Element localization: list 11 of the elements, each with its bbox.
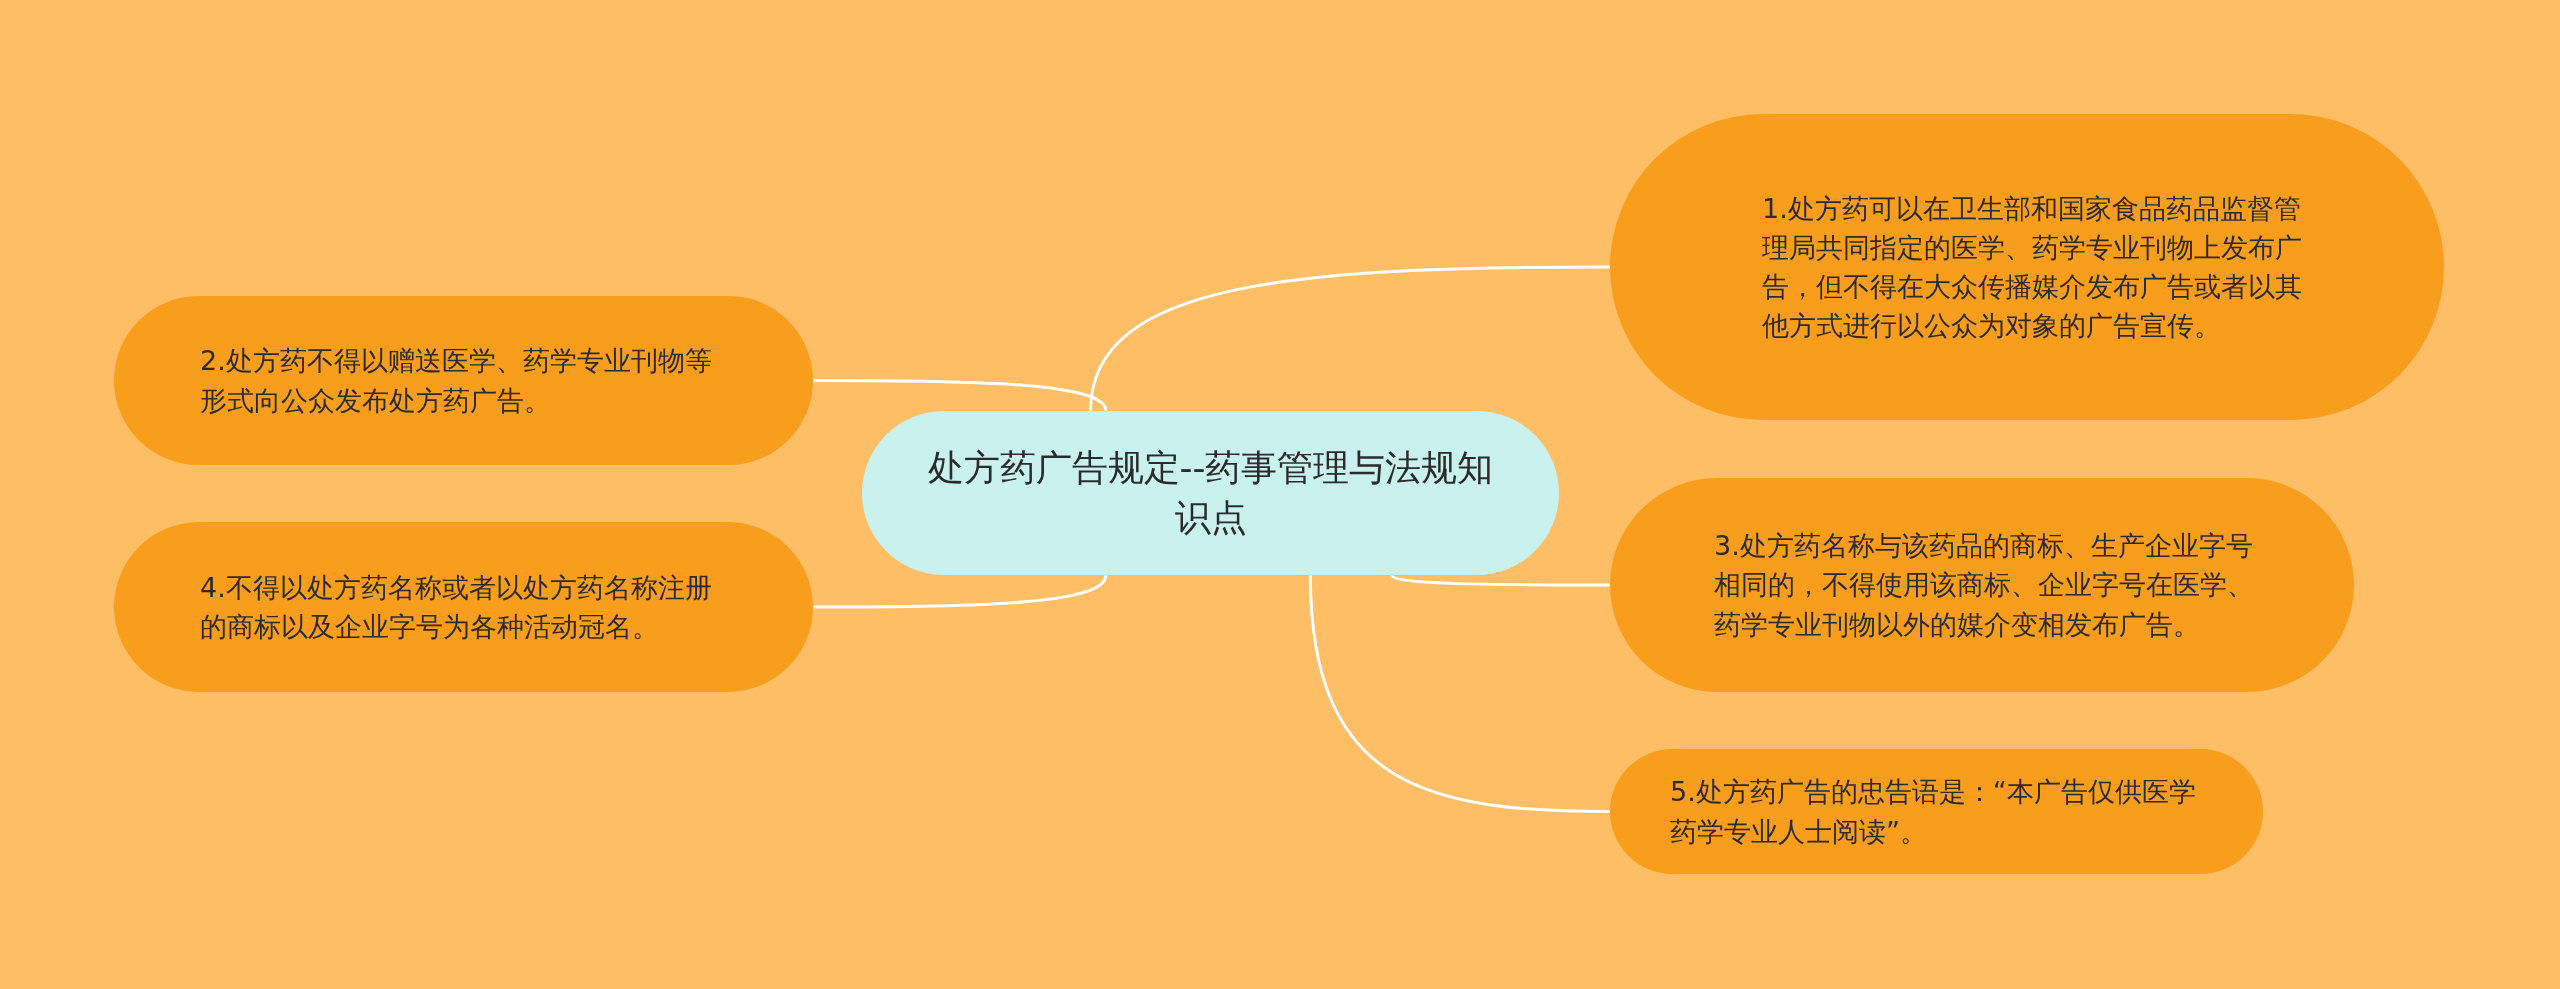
node-text: 3.处方药名称与该药品的商标、生产企业字号相同的，不得使用该商标、企业字号在医学、药学专业刊物以外的媒介变相发布广告。 bbox=[1714, 529, 2255, 642]
node-text: 4.不得以处方药名称或者以处方药名称注册的商标以及企业字号为各种活动冠名。 bbox=[200, 570, 713, 644]
connector-line bbox=[1089, 265, 1610, 412]
node-text: 5.处方药广告的忠告语是：“本广告仅供医学药学专业人士阅读”。 bbox=[1670, 775, 2197, 849]
node-text: 处方药广告规定--药事管理与法规知识点 bbox=[926, 445, 1495, 540]
connector-line bbox=[1390, 574, 1610, 587]
connector-line bbox=[813, 574, 1108, 609]
node-text: 1.处方药可以在卫生部和国家食品药品监督管理局共同指定的医学、药学专业刊物上发布广告，但不得在大众传播媒介发布广告或者以其他方式进行以公众为对象的广告宣传。 bbox=[1762, 191, 2303, 344]
node-text: 2.处方药不得以赠送医学、药学专业刊物等形式向公众发布处方药广告。 bbox=[200, 344, 713, 418]
connector-line bbox=[1308, 574, 1610, 813]
connector-line bbox=[813, 379, 1108, 412]
